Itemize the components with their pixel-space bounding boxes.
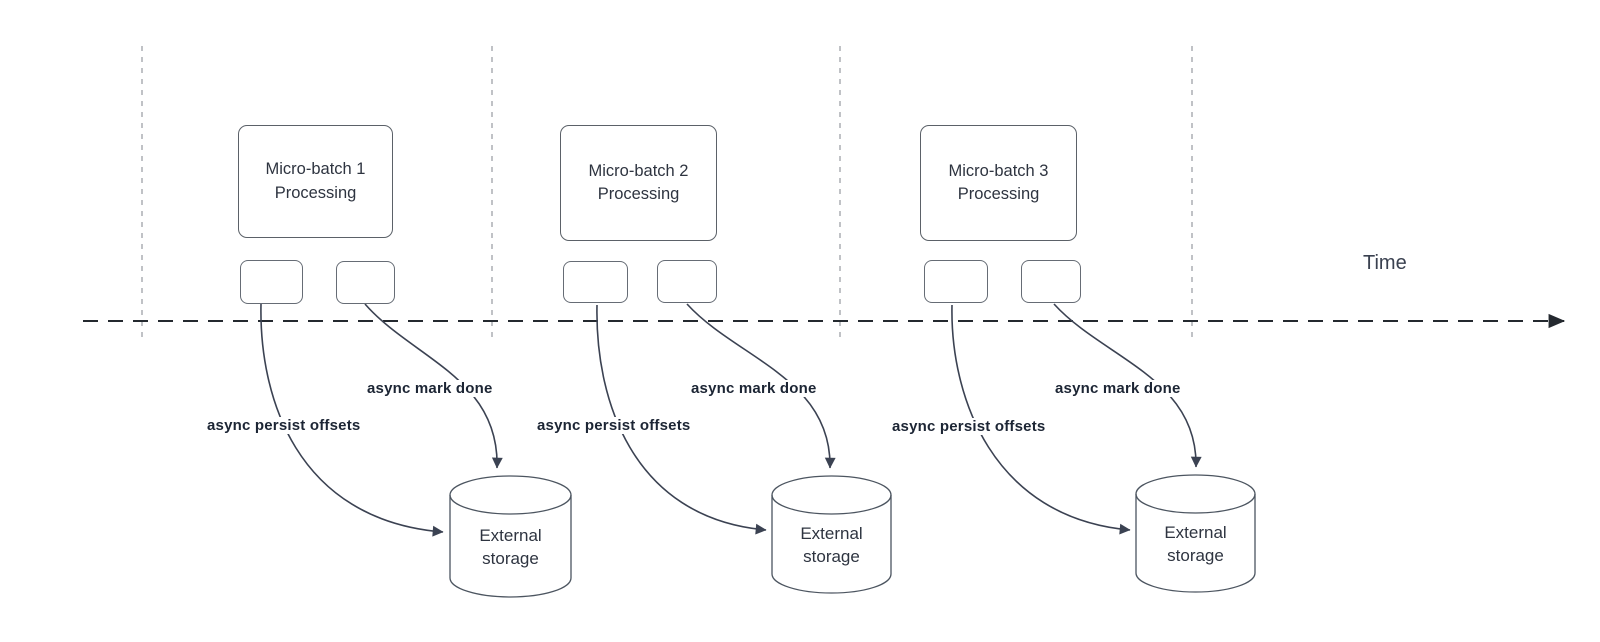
external-storage-cylinder [1135, 474, 1256, 593]
persist-offsets-label: async persist offsets [535, 417, 693, 434]
persist-offsets-arrow [951, 304, 1131, 535]
persist-offsets-arrow [596, 304, 767, 535]
microbatch-1-processing-box: Micro-batch 1 Processing [238, 125, 393, 238]
offset-task-box [563, 261, 628, 303]
time-axis-label: Time [1363, 252, 1407, 274]
persist-offsets-label: async persist offsets [890, 418, 1048, 435]
external-storage-cylinder [771, 475, 892, 594]
mark-done-arrow [364, 303, 503, 469]
persist-offsets-arrow [260, 303, 444, 537]
external-storage-label-wrap: External storage [772, 505, 891, 587]
mark-done-arrow [686, 303, 836, 469]
microbatch-3-title: Micro-batch 3 Processing [948, 161, 1049, 203]
done-task-box [1021, 260, 1081, 303]
microbatch-3-processing-box: Micro-batch 3 Processing [920, 125, 1077, 241]
external-storage-label-wrap: External storage [450, 506, 571, 590]
done-task-box [336, 261, 395, 304]
microbatch-1-title: Micro-batch 1 Processing [265, 160, 366, 202]
mark-done-arrow [1053, 303, 1202, 468]
external-storage-label: External storage [479, 526, 542, 568]
microbatch-2-processing-box: Micro-batch 2 Processing [560, 125, 717, 241]
offset-task-box [240, 260, 303, 304]
mark-done-label: async mark done [365, 380, 495, 397]
offset-task-box [924, 260, 988, 303]
cylinder-rim [771, 494, 892, 515]
external-storage-cylinder [449, 475, 572, 598]
mark-done-label: async mark done [1053, 380, 1183, 397]
done-task-box [657, 260, 717, 303]
external-storage-label: External storage [1164, 523, 1227, 565]
cylinder-rim [449, 494, 572, 515]
persist-offsets-label: async persist offsets [205, 417, 363, 434]
microbatch-2-title: Micro-batch 2 Processing [588, 161, 689, 203]
external-storage-label: External storage [800, 524, 863, 566]
mark-done-label: async mark done [689, 380, 819, 397]
external-storage-label-wrap: External storage [1136, 504, 1255, 586]
cylinder-rim [1135, 493, 1256, 514]
